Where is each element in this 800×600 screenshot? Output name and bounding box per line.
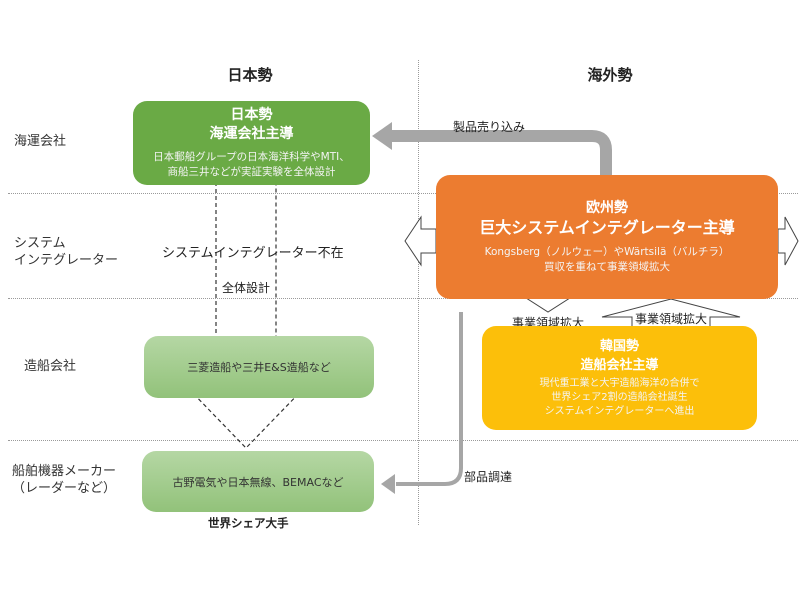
japan-shipbuilder-box: 三菱造船や三井E&S造船など (144, 336, 374, 398)
left-outline-arrow (404, 215, 437, 267)
expand-up-label: 事業領域拡大 (635, 312, 708, 326)
desc-line: 日本郵船グループの日本海洋科学やMTI、 (153, 151, 350, 163)
desc-line: 世界シェア2割の造船会社誕生 (551, 392, 688, 403)
row-label-line: システム (14, 236, 66, 251)
product-sales-arrow (386, 130, 612, 176)
korea-title-1: 韓国勢 (599, 339, 639, 354)
japan-shipping-desc: 日本郵船グループの日本海洋科学やMTI、 商船三井などが実証実験を全体設計 (153, 150, 349, 180)
row-label-line: 船舶機器メーカー (12, 464, 117, 479)
shipbuilder-text: 三菱造船や三井E&S造船など (187, 361, 331, 374)
overseas-column-header: 海外勢 (587, 66, 633, 84)
japan-shipping-title-1: 日本勢 (230, 107, 273, 123)
europe-integrator-box: 欧州勢 巨大システムインテグレーター主導 Kongsberg（ノルウェー）やWä… (436, 175, 778, 299)
korea-shipbuilder-box: 韓国勢 造船会社主導 現代重工業と大宇造船海洋の合併で 世界シェア2割の造船会社… (482, 326, 757, 430)
korea-desc: 現代重工業と大宇造船海洋の合併で 世界シェア2割の造船会社誕生 システムインテグ… (540, 377, 700, 419)
row-label-shipbuilder: 造船会社 (24, 359, 77, 374)
equipment-text: 古野電気や日本無線、BEMACなど (172, 475, 344, 489)
desc-line: システムインテグレーターへ進出 (544, 406, 695, 417)
desc-line: 買収を重ねて事業領域拡大 (543, 261, 670, 273)
row-label-line: （レーダーなど） (12, 481, 117, 496)
overall-design-label: 全体設計 (222, 281, 271, 295)
japan-equipment-box: 古野電気や日本無線、BEMACなど (142, 451, 374, 512)
desc-line: Kongsberg（ノルウェー）やWärtsilä（バルチラ） (484, 246, 730, 258)
parts-procurement-arrowhead (381, 474, 395, 494)
row-label-line: インテグレーター (14, 253, 119, 268)
korea-title-2: 造船会社主導 (580, 358, 659, 373)
japan-shipping-title-2: 海運会社主導 (209, 126, 294, 142)
japan-column-header: 日本勢 (227, 66, 273, 84)
row-label-integrator: システム インテグレーター (14, 235, 118, 269)
desc-line: 現代重工業と大宇造船海洋の合併で (539, 378, 700, 389)
parts-procurement-arrow (396, 312, 463, 486)
integrator-absent-text: システムインテグレーター不在 (162, 246, 344, 261)
europe-title-2: 巨大システムインテグレーター主導 (479, 218, 735, 237)
desc-line: 商船三井などが実証実験を全体設計 (167, 166, 336, 178)
row-label-equipment: 船舶機器メーカー （レーダーなど） (12, 463, 116, 497)
parts-procurement-label: 部品調達 (464, 470, 513, 484)
row-divider (8, 193, 798, 194)
overall-design-dashed-path (184, 182, 308, 449)
row-divider (8, 440, 798, 441)
europe-desc: Kongsberg（ノルウェー）やWärtsilä（バルチラ） 買収を重ねて事業… (485, 245, 730, 275)
japan-shipping-box: 日本勢 海運会社主導 日本郵船グループの日本海洋科学やMTI、 商船三井などが実… (133, 101, 370, 185)
product-sales-arrowhead (372, 122, 392, 150)
right-outline-arrow (777, 216, 799, 266)
product-sales-label: 製品売り込み (453, 120, 526, 134)
world-share-caption: 世界シェア大手 (208, 516, 289, 530)
column-divider (418, 60, 419, 525)
row-label-shipping: 海運会社 (14, 134, 67, 149)
row-divider (8, 298, 798, 299)
europe-title-1: 欧州勢 (586, 200, 628, 216)
